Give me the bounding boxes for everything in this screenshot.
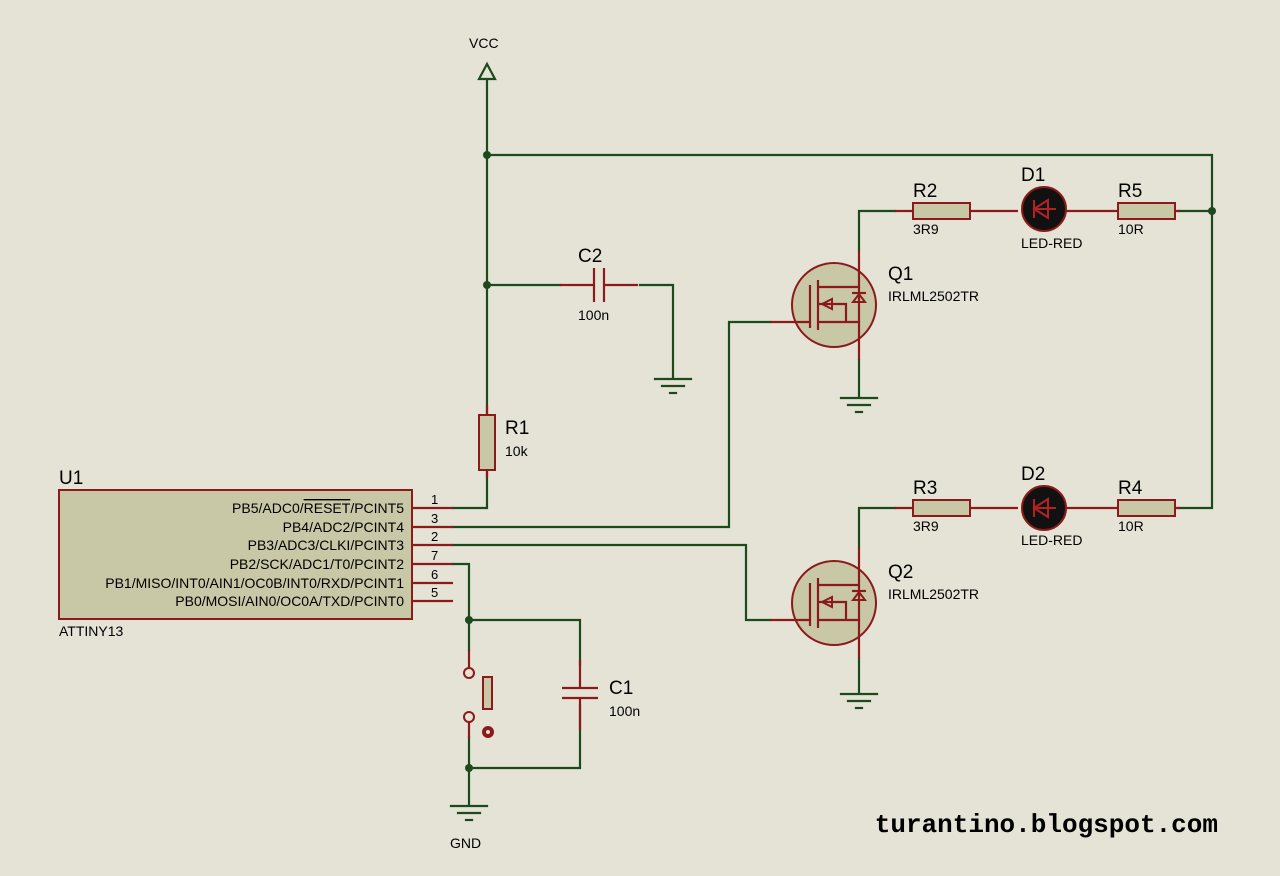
watermark-text: turantino.blogspot.com [875, 810, 1218, 840]
wire-c2-to-gnd [638, 283, 675, 380]
d2-value: LED-RED [1021, 532, 1082, 548]
wire-q2-drain-to-r3 [857, 506, 897, 550]
wire-q1-drain-to-r2 [857, 209, 897, 252]
u1-pin-number: 1 [431, 492, 438, 507]
d2-diode-icon [1032, 497, 1049, 519]
r1-value: 10k [505, 443, 529, 459]
wire-pin3-to-q1-gate [451, 320, 772, 529]
switch-actuator [482, 676, 493, 710]
d1-led[interactable]: D1 LED-RED [1021, 165, 1118, 251]
r3-body [912, 499, 971, 517]
r3-resistor[interactable]: R3 3R9 [895, 478, 1018, 534]
switch-contact [463, 711, 475, 723]
gnd-label: GND [450, 835, 481, 851]
d2-led[interactable]: D2 LED-RED [1021, 464, 1118, 548]
u1-pin-number: 5 [431, 585, 438, 600]
q1-value: IRLML2502TR [888, 288, 979, 304]
r5-body [1117, 202, 1176, 220]
c1-capacitor[interactable]: C1 100n [562, 660, 640, 730]
c1-ref: C1 [609, 678, 633, 699]
d1-diode-icon [1032, 198, 1049, 220]
c2-value: 100n [578, 307, 609, 323]
wire-pin2-to-q2-gate [451, 543, 772, 622]
wire-pin7-to-switch [451, 562, 471, 652]
d1-value: LED-RED [1021, 235, 1082, 251]
u1-pin-name-pb4: PB4/ADC2/PCINT4 [283, 519, 405, 535]
u1-pin-name-pb5: PB5/ADC0/RESET/PCINT5 [232, 500, 404, 516]
r4-resistor[interactable]: R4 10R [1117, 478, 1180, 534]
u1-pin-name-pb0: PB0/MOSI/AIN0/OC0A/TXD/PCINT0 [175, 593, 404, 609]
q2-body-diode-icon [851, 590, 867, 601]
r2-body [912, 202, 971, 220]
junction-dot [465, 616, 473, 624]
u1-pin-number: 3 [431, 511, 438, 526]
q1-ref: Q1 [888, 264, 913, 285]
r5-ref: R5 [1118, 181, 1142, 202]
q1-mosfet[interactable]: Q1 IRLML2502TR [770, 250, 979, 360]
gnd-symbol-q1 [839, 396, 879, 414]
wires [451, 78, 1214, 807]
r3-ref: R3 [913, 478, 937, 499]
reset-overbar-label: RESET [304, 500, 351, 516]
c1-value: 100n [609, 703, 640, 719]
junction-dot [1208, 207, 1216, 215]
r5-value: 10R [1118, 221, 1144, 237]
junction-dot [483, 281, 491, 289]
r5-resistor[interactable]: R5 10R [1117, 181, 1180, 237]
r2-ref: R2 [913, 181, 937, 202]
junctions [465, 151, 1216, 772]
u1-pin-number: 2 [431, 529, 438, 544]
d1-ref: D1 [1021, 165, 1045, 186]
q2-ref: Q2 [888, 562, 913, 583]
q2-value: IRLML2502TR [888, 586, 979, 602]
r1-ref: R1 [505, 418, 529, 439]
wire-r1-to-pin1 [451, 470, 489, 510]
u1-pin-name-pb2: PB2/SCK/ADC1/T0/PCINT2 [230, 556, 404, 572]
vcc-arrow-icon [477, 61, 497, 81]
d2-ref: D2 [1021, 464, 1045, 485]
push-button-switch[interactable] [463, 650, 494, 738]
u1-body [58, 489, 413, 620]
r2-resistor[interactable]: R2 3R9 [895, 181, 1018, 237]
wire-switch-to-c1-top [467, 618, 582, 667]
r1-resistor[interactable]: R1 10k [478, 405, 529, 478]
junction-dot [465, 764, 473, 772]
u1-ref: U1 [59, 468, 83, 489]
r2-value: 3R9 [913, 221, 939, 237]
vcc-terminal[interactable]: VCC [469, 35, 499, 81]
gnd-terminal[interactable]: GND [449, 804, 489, 851]
r4-value: 10R [1118, 518, 1144, 534]
c2-ref: C2 [578, 246, 602, 267]
u1-attiny13[interactable]: U1 ATTINY13 PB5/ADC0/RESET/PCINT5 PB4/AD… [58, 468, 453, 639]
u1-pin-name-pb3: PB3/ADC3/CLKI/PCINT3 [248, 537, 405, 553]
r4-ref: R4 [1118, 478, 1143, 499]
q2-arrow-icon [819, 595, 833, 609]
gnd-symbol-c2 [653, 377, 693, 395]
c2-capacitor[interactable]: C2 100n [560, 246, 638, 323]
r1-body [478, 414, 496, 471]
wire-vcc-top-rail [485, 153, 1214, 510]
junction-dot [483, 151, 491, 159]
q1-arrow-icon [819, 297, 833, 311]
switch-contact [463, 667, 475, 679]
vcc-label: VCC [469, 35, 499, 51]
r3-value: 3R9 [913, 518, 939, 534]
gnd-symbol-q2 [839, 692, 879, 710]
q2-mosfet[interactable]: Q2 IRLML2502TR [770, 548, 979, 658]
u1-pin-number: 7 [431, 548, 438, 563]
r4-body [1117, 499, 1176, 517]
u1-pin-number: 6 [431, 567, 438, 582]
u1-pin-name-pb1: PB1/MISO/INT0/AIN1/OC0B/INT0/RXD/PCINT1 [105, 575, 404, 591]
u1-value: ATTINY13 [59, 623, 124, 639]
q1-body-diode-icon [851, 292, 867, 303]
